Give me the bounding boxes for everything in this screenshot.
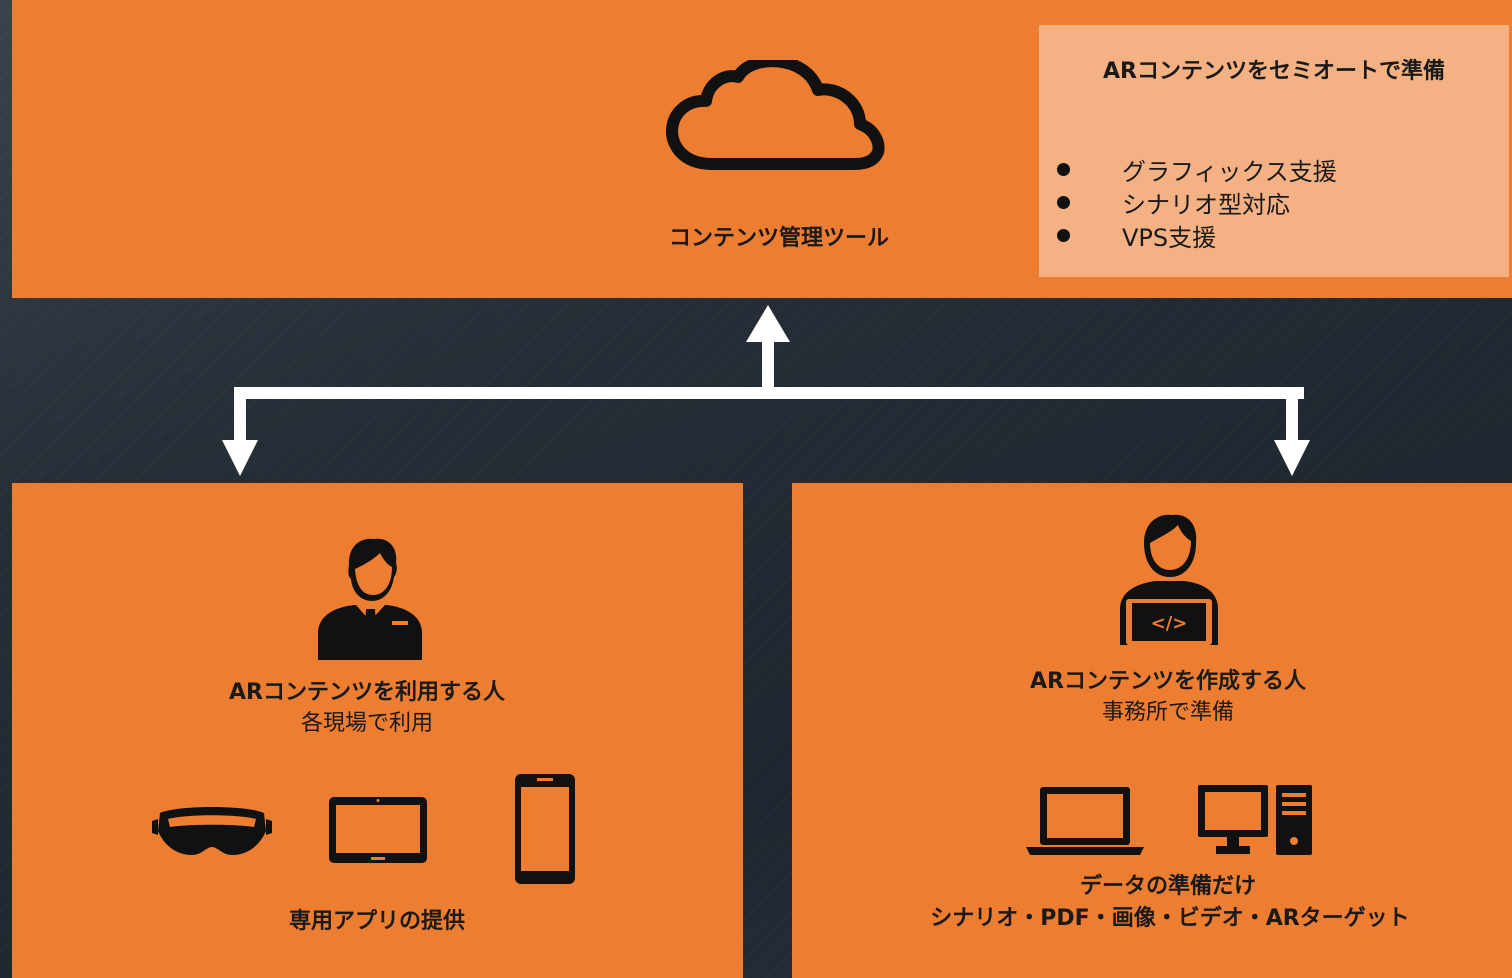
businessman-icon	[318, 538, 422, 660]
svg-text:</>: </>	[1151, 613, 1188, 634]
content-tool-label: コンテンツ管理ツール	[668, 226, 889, 251]
feature-item-label: VPS支援	[1122, 224, 1217, 252]
user-title: ARコンテンツを利用する人	[229, 680, 505, 705]
feature-box: ARコンテンツをセミオートで準備 グラフィックス支援 シナリオ型対応 VPS支援	[1039, 25, 1509, 277]
app-provision-label: 専用アプリの提供	[288, 909, 465, 934]
arrow-head-up	[746, 305, 790, 342]
bullet-icon	[1057, 163, 1070, 176]
content-management-panel: コンテンツ管理ツール ARコンテンツをセミオートで準備 グラフィックス支援 シナ…	[12, 0, 1512, 298]
feature-item-label: グラフィックス支援	[1122, 158, 1337, 186]
desktop-icon	[1198, 785, 1312, 855]
vertical-arrow-stem-up	[762, 340, 774, 399]
user-subtitle: 各現場で利用	[300, 711, 433, 736]
feature-item: シナリオ型対応	[1057, 186, 1337, 219]
creator-title: ARコンテンツを作成する人	[1030, 669, 1306, 694]
feature-list: グラフィックス支援 シナリオ型対応 VPS支援	[1057, 153, 1337, 252]
feature-item: VPS支援	[1057, 219, 1337, 252]
vertical-arrow-stem-left	[234, 387, 246, 442]
creator-subtitle: 事務所で準備	[1101, 700, 1234, 725]
data-types-label: シナリオ・PDF・画像・ビデオ・ARターゲット	[930, 906, 1410, 931]
smartphone-icon	[515, 774, 575, 884]
vertical-arrow-stem-right	[1286, 387, 1298, 442]
bullet-icon	[1057, 196, 1070, 209]
arrow-head-right	[1274, 440, 1310, 476]
laptop-icon	[1026, 787, 1144, 855]
feature-item-label: シナリオ型対応	[1122, 191, 1290, 219]
tablet-icon	[329, 797, 427, 863]
headset-icon	[152, 807, 272, 855]
developer-icon: </>	[1120, 514, 1218, 645]
bullet-icon	[1057, 229, 1070, 242]
feature-title: ARコンテンツをセミオートで準備	[1103, 59, 1445, 84]
arrow-head-left	[222, 440, 258, 476]
cloud-icon	[666, 60, 885, 170]
data-prep-label: データの準備だけ	[1079, 874, 1256, 899]
feature-item: グラフィックス支援	[1057, 153, 1337, 186]
